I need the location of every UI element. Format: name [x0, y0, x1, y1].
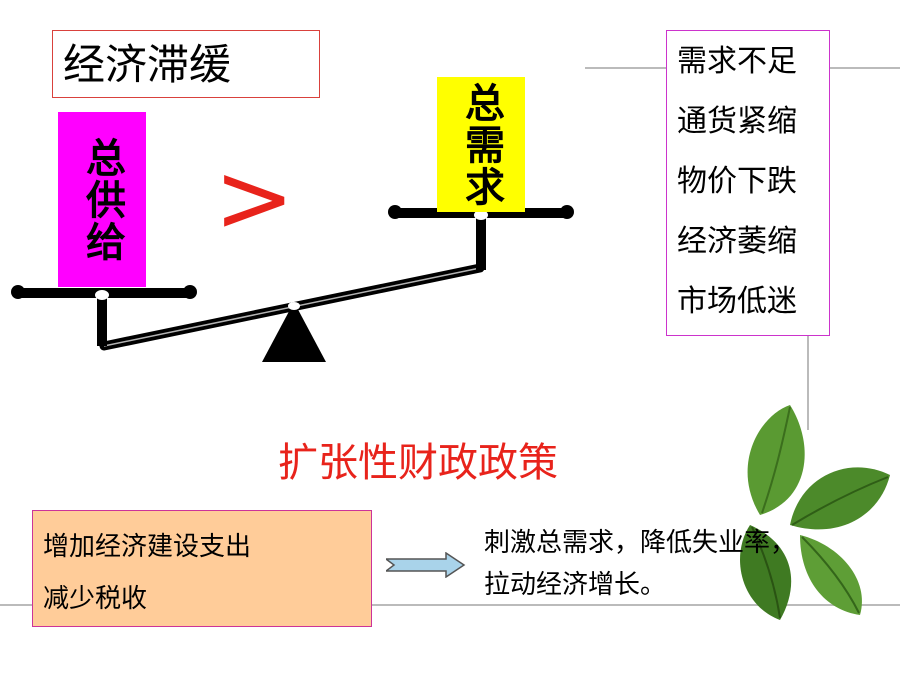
greater-than-sign: > — [214, 142, 295, 254]
demand-block: 总需求 — [437, 77, 525, 212]
result-line: 拉动经济增长。 — [484, 570, 667, 600]
page-title: 经济滞缓 — [63, 40, 232, 89]
leaf-icon — [740, 405, 890, 620]
fulcrum-triangle — [262, 302, 326, 362]
effects-box: 需求不足 通货紧缩 物价下跌 经济萎缩 市场低迷 — [666, 30, 830, 336]
supply-block: 总供给 — [58, 112, 146, 287]
effect-item: 经济萎缩 — [677, 224, 797, 259]
effect-item: 物价下跌 — [677, 164, 797, 199]
measure-item: 增加经济建设支出 — [43, 532, 252, 562]
effect-item: 需求不足 — [677, 44, 797, 79]
result-line: 刺激总需求，降低失业率， — [484, 528, 797, 558]
policy-title: 扩张性财政政策 — [278, 440, 558, 486]
demand-label: 总需求 — [458, 81, 504, 208]
result-text: 刺激总需求，降低失业率， 拉动经济增长。 — [484, 522, 796, 606]
right-arrow-icon — [386, 552, 466, 578]
measures-box: 增加经济建设支出 减少税收 — [32, 510, 372, 627]
measure-item: 减少税收 — [43, 584, 148, 614]
title-box: 经济滞缓 — [52, 30, 320, 98]
effect-item: 市场低迷 — [677, 284, 797, 319]
effect-item: 通货紧缩 — [677, 104, 797, 139]
supply-label: 总供给 — [79, 136, 125, 263]
